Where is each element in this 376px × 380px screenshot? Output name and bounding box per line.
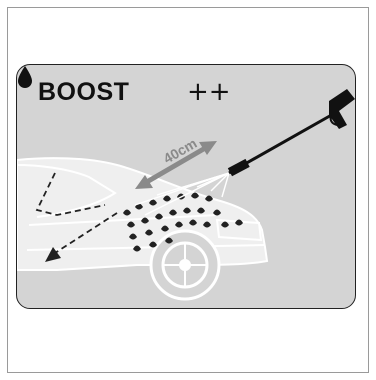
pressure-washer-gun-icon (228, 89, 355, 176)
boost-mode-panel: BOOST ++ (16, 64, 356, 309)
washing-illustration: 40cm (17, 65, 356, 309)
